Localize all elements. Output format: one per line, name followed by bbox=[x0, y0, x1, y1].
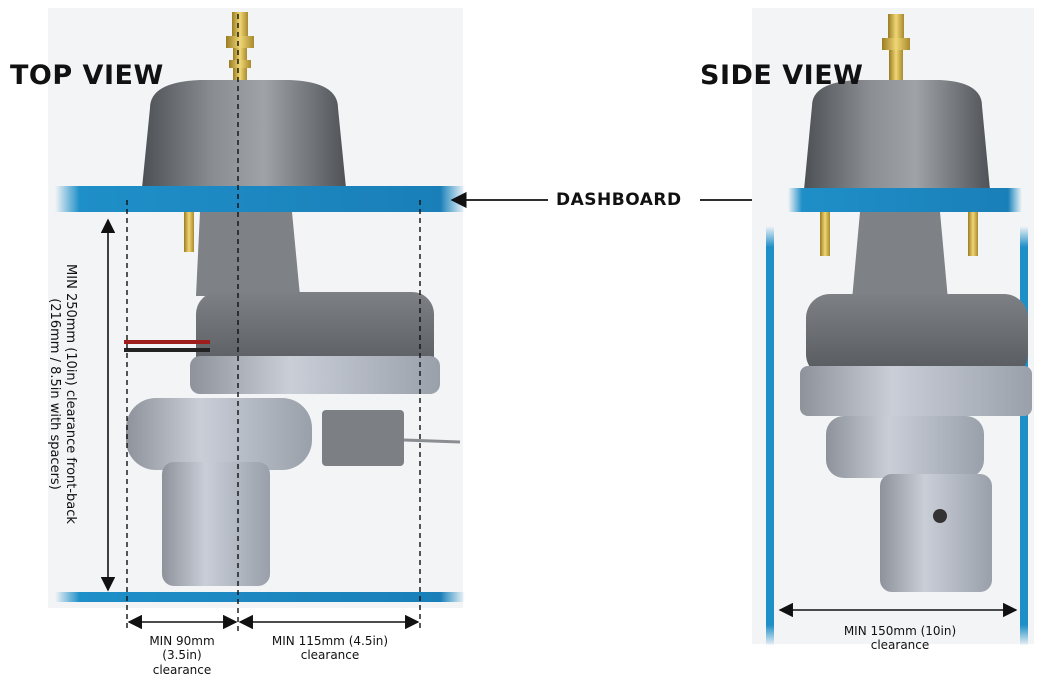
top-view-flange bbox=[190, 356, 440, 394]
top-view-dashboard-panel bbox=[55, 186, 465, 212]
top-view-guide-lines bbox=[126, 14, 421, 632]
left-clearance-line1: MIN 90mm bbox=[149, 634, 215, 648]
side-view-motor-body bbox=[880, 474, 992, 592]
side-clearance-line2: clearance bbox=[870, 638, 930, 653]
dashboard-label: DASHBOARD bbox=[556, 190, 682, 210]
side-view-title: SIDE VIEW bbox=[700, 60, 864, 91]
front-back-clearance-label: MIN 250mm (10in) clearance front-back (2… bbox=[42, 229, 78, 559]
top-view-bottom-panel bbox=[55, 592, 465, 602]
top-view-title: TOP VIEW bbox=[10, 60, 164, 91]
side-clearance-label: MIN 150mm (10in) clearance bbox=[820, 624, 980, 653]
top-view-motor-housing bbox=[126, 398, 312, 470]
front-back-clearance-line1: MIN 250mm (10in) clearance front-back bbox=[63, 264, 78, 524]
side-view-dome bbox=[804, 80, 990, 190]
side-view-gearbox bbox=[806, 294, 1028, 378]
side-view-right-wall bbox=[1020, 226, 1028, 646]
side-view-dashboard-panel bbox=[788, 188, 1022, 212]
top-view-shaft bbox=[196, 212, 300, 296]
top-view-motor-body bbox=[162, 462, 270, 586]
side-view-vent bbox=[933, 509, 947, 523]
top-view-connector-box bbox=[322, 410, 404, 466]
side-view-drawing bbox=[752, 8, 1034, 646]
side-view-flange bbox=[800, 366, 1032, 416]
top-view-bolt bbox=[226, 12, 254, 88]
front-back-clearance-line2: (216mm / 8.5in with spacers) bbox=[46, 298, 62, 490]
right-clearance-line1: MIN 115mm (4.5in) bbox=[271, 634, 389, 648]
right-clearance-label: MIN 115mm (4.5in) clearance bbox=[250, 634, 410, 663]
left-clearance-line3: clearance bbox=[152, 662, 212, 677]
side-view-left-wall bbox=[766, 226, 774, 646]
right-clearance-line2: clearance bbox=[300, 648, 360, 663]
side-view-shaft bbox=[852, 212, 948, 300]
side-clearance-line1: MIN 150mm (10in) bbox=[843, 624, 957, 638]
left-clearance-label: MIN 90mm (3.5in) clearance bbox=[130, 634, 234, 677]
side-view-motor-housing bbox=[826, 416, 984, 478]
left-clearance-line2: (3.5in) bbox=[162, 648, 202, 663]
top-view-drawing bbox=[48, 8, 465, 632]
top-view-dome bbox=[142, 80, 346, 188]
